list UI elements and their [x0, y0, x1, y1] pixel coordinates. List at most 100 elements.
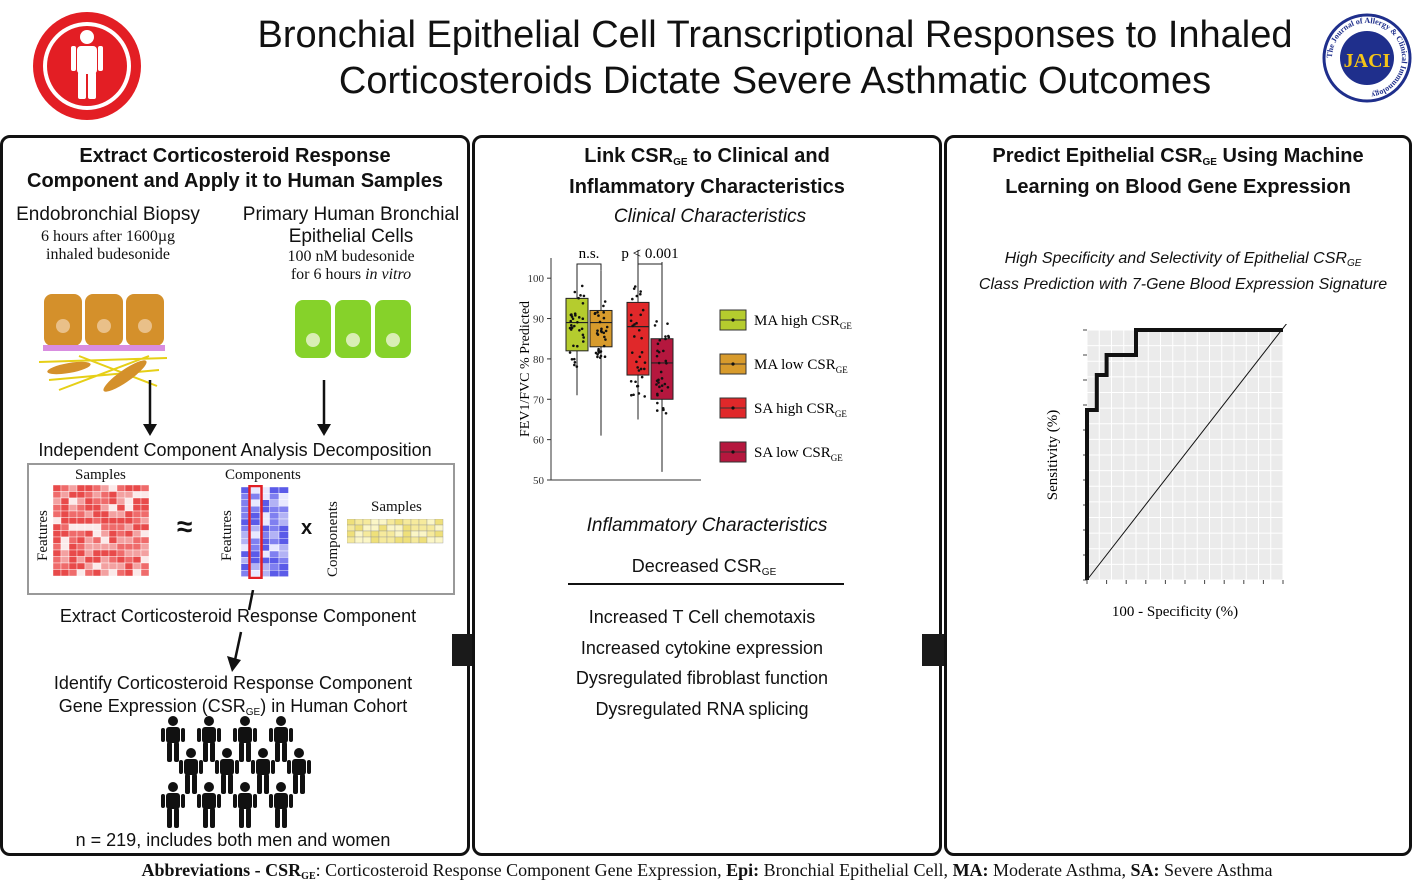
heatmap-cell [362, 524, 372, 532]
data-point [604, 329, 608, 333]
heatmap-cell [269, 544, 280, 552]
heatmap-cell [278, 506, 289, 513]
person-logo-icon [28, 10, 146, 122]
heatmap-cell [278, 486, 289, 494]
heatmap-cell [100, 517, 110, 525]
panel3-title-pre: Predict Epithelial CSR [992, 145, 1203, 167]
legend-swatch-dot [731, 362, 735, 366]
heatmap-cell [378, 536, 388, 544]
data-point [639, 367, 643, 371]
heatmap-cell [434, 524, 444, 532]
heatmap-cell [60, 510, 70, 518]
sig-bracket-sa [637, 263, 663, 270]
heatmap-cell [362, 536, 372, 544]
heatmap-cell [132, 549, 142, 557]
data-point [658, 385, 661, 389]
heatmap-cell [108, 517, 118, 525]
person-icon [233, 782, 257, 828]
heatmap-cell [418, 530, 428, 538]
legend-swatch-dot [731, 406, 735, 410]
data-point [655, 383, 658, 386]
heatmap-cell [53, 562, 62, 570]
heatmap-cell [116, 543, 126, 551]
heatmap-cell [53, 497, 62, 505]
cells-sub2: for 6 hours in vitro [231, 266, 471, 284]
journal-logo-text: JACI [1344, 50, 1391, 72]
heatmap-cell [402, 519, 412, 526]
data-point [664, 337, 667, 341]
heatmap-cell [402, 524, 412, 532]
heatmap-cell [76, 562, 86, 570]
legend-label: SA low CSRGE [754, 445, 843, 463]
data-point [663, 382, 667, 386]
heatmap-cell [100, 523, 110, 531]
heatmap-cell [68, 543, 78, 551]
heatmap-cell [124, 523, 134, 531]
cells-heading1: Primary Human Bronchial [242, 204, 460, 225]
heatmap-cell [116, 510, 126, 518]
heatmap-cell [92, 485, 102, 492]
data-point [581, 301, 585, 305]
legend-label: SA high CSRGE [754, 401, 847, 419]
roc-title-line2: Class Prediction with 7-Gene Blood Expre… [978, 276, 1388, 293]
y-tick-label: 80 [533, 354, 545, 366]
heatmap-cell [84, 556, 94, 564]
data-point [655, 320, 658, 323]
heatmap-cell [269, 518, 280, 526]
heatmap-cell [68, 569, 78, 577]
data-point [634, 380, 637, 384]
heatmap-cell [84, 523, 94, 531]
heatmap-cell [76, 497, 86, 505]
heatmap-cell [68, 530, 78, 538]
heatmap-cell [116, 517, 126, 525]
data-point [593, 311, 597, 315]
heatmap-cell [278, 493, 289, 500]
data-point [631, 297, 634, 301]
biopsy-column: Endobronchial Biopsy 6 hours after 1600µ… [3, 204, 213, 264]
heatmap-cell [426, 524, 436, 532]
heatmap-cell [100, 485, 110, 492]
abbrev-term: CSR [265, 860, 302, 880]
heatmap-cell [140, 536, 150, 544]
heatmap-cell [53, 549, 62, 557]
data-point [635, 294, 639, 298]
data-point [582, 336, 585, 339]
data-point [572, 357, 576, 361]
finding-item: Dysregulated fibroblast function [575, 668, 829, 688]
heatmap-cell [132, 556, 142, 564]
data-point [662, 408, 665, 412]
biopsy-sub1: 6 hours after 1600µg [40, 228, 176, 245]
heatmap-cell [354, 530, 364, 538]
legend-swatch-dot [731, 450, 735, 454]
heatmap-cell [278, 557, 289, 565]
heatmap-cell [68, 562, 78, 570]
heatmap-cell [100, 491, 110, 499]
matrix3-components-text: Components [325, 501, 341, 577]
heatmap-cell [108, 549, 118, 557]
findings-divider [568, 583, 844, 585]
heatmap-cell [108, 497, 118, 505]
heatmap-cell [250, 486, 261, 494]
identify-line2-sub: GE [245, 707, 261, 718]
data-point [570, 357, 574, 361]
cells-sub1: 100 nM budesonide [287, 248, 415, 265]
heatmap-cell [92, 536, 102, 544]
heatmap-cell [92, 562, 102, 570]
heatmap-cell [269, 531, 280, 539]
panel2-title-line2: Inflammatory Characteristics [569, 176, 845, 198]
heatmap-cell [68, 497, 78, 505]
heatmap-cell [53, 536, 62, 544]
data-point [603, 355, 607, 359]
heatmap-cell [100, 562, 110, 570]
legend-swatch-dot [731, 318, 735, 322]
heatmap-cell [60, 497, 70, 505]
person-icon [269, 782, 293, 828]
heatmap-cell [116, 556, 126, 564]
data-point [581, 333, 585, 337]
heatmap-cell [124, 485, 134, 492]
decreased-csr-label: Decreased CSRGE [475, 556, 933, 578]
heatmap-cell [378, 519, 388, 526]
box-1 [565, 297, 589, 352]
data-point [571, 317, 575, 321]
heatmap-cell [140, 556, 150, 564]
